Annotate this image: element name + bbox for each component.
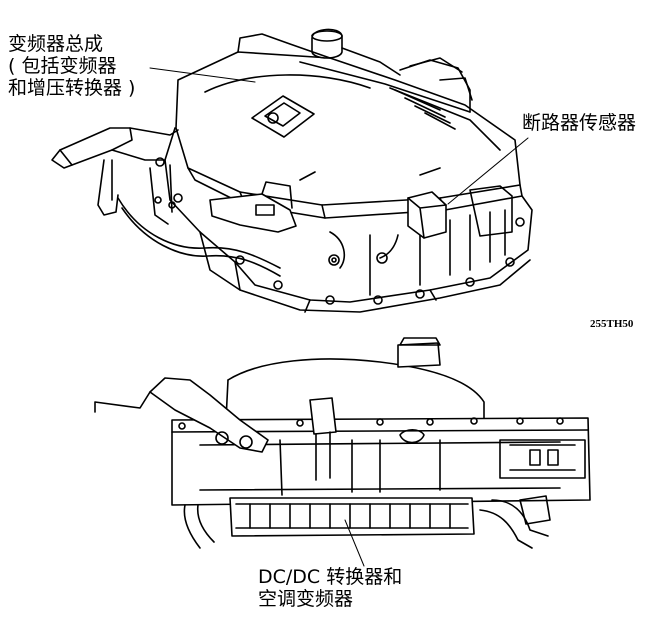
inverter-top-view	[51, 28, 533, 313]
dcdc-unit	[229, 497, 475, 537]
cooling-pipe	[59, 127, 133, 166]
leader-breaker-sensor	[447, 137, 529, 205]
label-dcdc-converter: DC/DC 转换器和 空调变频器	[258, 566, 403, 610]
inverter-side-view	[94, 337, 591, 549]
side-body	[171, 417, 591, 506]
label-inverter-assembly: 变频器总成 ( 包括变频器 和增压转换器 )	[8, 33, 136, 99]
leader-inverter-assembly	[149, 67, 256, 83]
logo-plate	[251, 95, 315, 138]
leader-dcdc	[344, 519, 365, 567]
label-breaker-sensor: 断路器传感器	[522, 112, 637, 134]
side-bracket	[149, 377, 269, 453]
figure-code: 255TH50	[590, 318, 634, 330]
wire-harness	[117, 197, 281, 269]
breaker-sensor	[407, 191, 447, 239]
